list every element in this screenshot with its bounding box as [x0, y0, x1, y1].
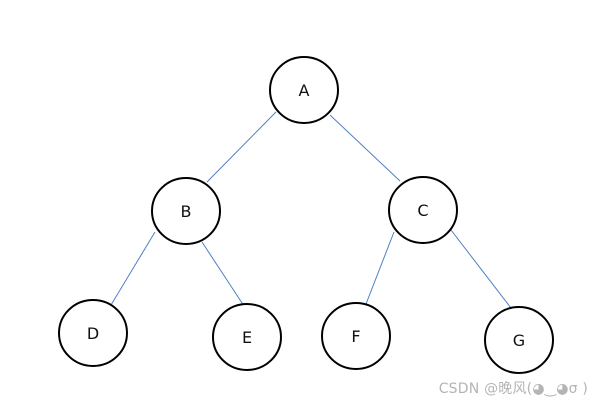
edge-b-e: [201, 241, 245, 307]
tree-node-d: D: [58, 299, 128, 367]
edges-layer: [110, 111, 512, 309]
node-label-b: B: [181, 202, 192, 221]
edge-c-g: [450, 229, 512, 309]
node-label-e: E: [242, 328, 252, 347]
node-label-c: C: [417, 201, 428, 220]
tree-node-b: B: [151, 177, 221, 245]
tree-node-g: G: [484, 306, 554, 374]
node-circle-d: [58, 299, 128, 367]
edge-a-b: [206, 111, 277, 183]
node-circle-f: [321, 302, 391, 370]
tree-node-e: E: [212, 303, 282, 371]
node-label-g: G: [513, 331, 525, 350]
node-circle-e: [212, 303, 282, 371]
tree-node-c: C: [388, 176, 458, 244]
tree-node-f: F: [321, 302, 391, 370]
tree-node-a: A: [269, 56, 339, 124]
edge-b-d: [110, 231, 156, 306]
nodes-layer: A B C D E F G: [58, 56, 554, 374]
node-label-f: F: [351, 327, 360, 346]
node-label-d: D: [87, 324, 99, 343]
edge-a-c: [329, 114, 401, 182]
node-label-a: A: [299, 81, 310, 100]
node-circle-c: [388, 176, 458, 244]
node-circle-b: [151, 177, 221, 245]
watermark: CSDN @晚风(◕‿◕σ ): [438, 381, 588, 397]
edge-c-f: [365, 231, 395, 305]
node-circle-g: [484, 306, 554, 374]
node-circle-a: [269, 56, 339, 124]
